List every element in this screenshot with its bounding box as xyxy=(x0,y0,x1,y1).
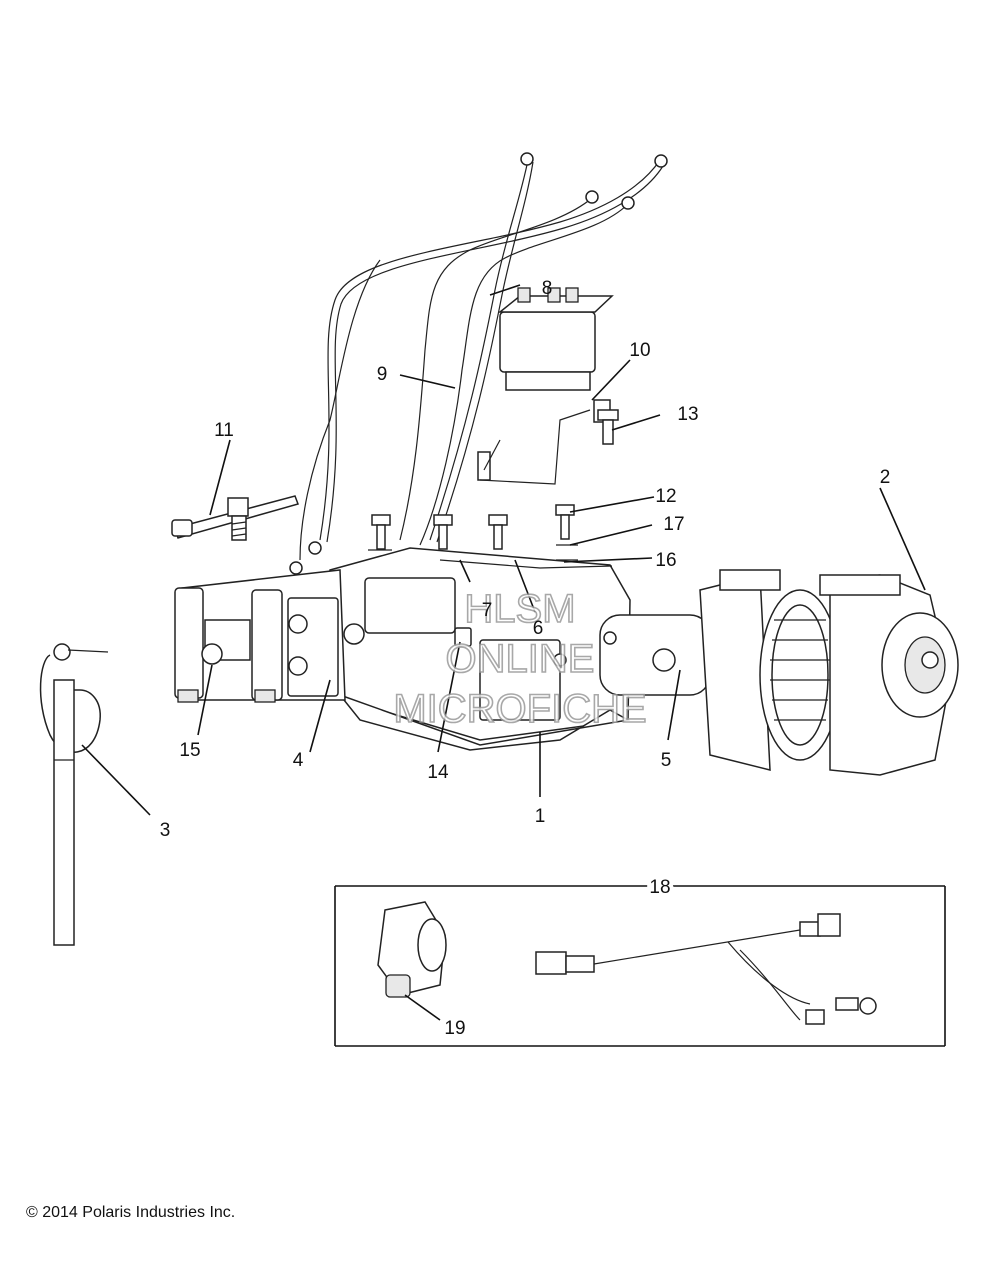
callout-8: 8 xyxy=(542,278,553,299)
callout-3: 3 xyxy=(160,820,171,841)
roller-fairlead xyxy=(174,569,365,703)
callout-6: 6 xyxy=(533,618,544,639)
callout-17: 17 xyxy=(663,514,684,535)
winch-hook-strap xyxy=(39,643,109,946)
callout-13: 13 xyxy=(677,404,698,425)
callout-labels: 1 2 3 4 5 6 7 8 9 10 11 12 13 14 15 16 1… xyxy=(160,278,891,1039)
handlebar-switch xyxy=(377,901,447,998)
callout-9: 9 xyxy=(377,364,388,385)
callout-19: 19 xyxy=(444,1018,465,1039)
battery-cables xyxy=(289,152,668,575)
callout-12: 12 xyxy=(655,486,676,507)
callout-18: 18 xyxy=(649,877,670,898)
callout-11: 11 xyxy=(214,420,234,441)
watermark: HLSM ONLINE MICROFICHE xyxy=(393,586,648,732)
watermark-line1: HLSM xyxy=(464,587,575,631)
kit-18-box xyxy=(334,885,946,1047)
winch-assembly xyxy=(599,569,959,776)
watermark-line2: ONLINE xyxy=(446,637,595,681)
callout-10: 10 xyxy=(629,340,650,361)
leader-lines xyxy=(81,284,926,1021)
mounting-bolts xyxy=(368,504,578,563)
callout-15: 15 xyxy=(179,740,200,761)
callout-5: 5 xyxy=(661,750,672,771)
callout-7: 7 xyxy=(482,600,493,621)
bolt-13 xyxy=(597,409,619,445)
callout-2: 2 xyxy=(880,467,891,488)
cable-tie-clip xyxy=(171,495,299,541)
winch-mount-plate xyxy=(329,547,631,751)
callout-1: 1 xyxy=(535,806,546,827)
copyright-notice: © 2014 Polaris Industries Inc. xyxy=(26,1204,236,1221)
watermark-line3: MICROFICHE xyxy=(393,687,646,731)
wiring-harness xyxy=(535,913,877,1025)
callout-14: 14 xyxy=(427,762,449,783)
callout-16: 16 xyxy=(655,550,676,571)
callout-4: 4 xyxy=(293,750,304,771)
